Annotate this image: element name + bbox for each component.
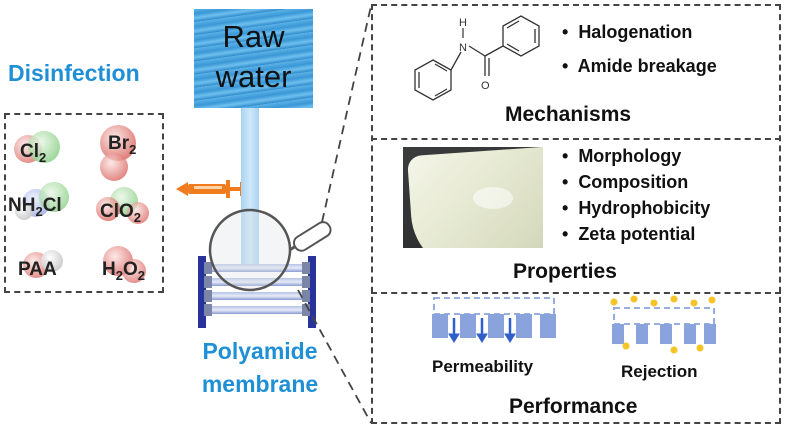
raw-water-box: Raw water: [194, 9, 313, 108]
benzanilide-structure: H N O: [414, 15, 540, 101]
permeability-label: Permeability: [432, 357, 534, 376]
agent-clo2: ClO2: [100, 201, 142, 225]
property-item-4: • Zeta potential: [562, 224, 696, 244]
rejection-icon: [610, 295, 716, 354]
permeability-icon: [432, 297, 556, 343]
membrane-title-line2: membrane: [201, 371, 319, 397]
detail-panel: [371, 4, 781, 424]
raw-water-line1: Raw: [222, 19, 285, 54]
mechanism-item-1: • Halogenation: [562, 22, 693, 42]
properties-title: Properties: [513, 260, 617, 283]
agent-cl2: Cl2: [20, 141, 47, 165]
panel-divider-1: [371, 138, 781, 140]
water-flow-column: [241, 108, 259, 270]
membrane-module: [198, 256, 316, 328]
atom-n-label: N: [459, 42, 467, 54]
performance-title: Performance: [509, 395, 638, 418]
raw-water-line2: water: [215, 59, 292, 94]
molecule-blobs: [14, 125, 149, 283]
agent-br2: Br2: [108, 133, 137, 157]
property-item-2: • Composition: [562, 172, 689, 192]
mechanism-item-2: • Amide breakage: [562, 56, 717, 76]
agent-h2o2: H2O2: [102, 259, 145, 283]
membrane-photo: [403, 147, 543, 248]
agent-paa: PAA: [18, 259, 57, 280]
agent-nh2cl: NH2Cl: [8, 195, 62, 219]
atom-o-label: O: [481, 80, 490, 92]
membrane-title-line1: Polyamide: [202, 338, 318, 364]
property-item-1: • Morphology: [562, 146, 682, 166]
magnifier-icon: [208, 208, 332, 292]
panel-divider-2: [371, 292, 781, 294]
mechanisms-title: Mechanisms: [505, 103, 632, 126]
disinfectant-box: Cl2 Br2 NH2Cl ClO2 PAA H2O2: [4, 113, 164, 293]
property-item-3: • Hydrophobicity: [562, 198, 711, 218]
disinfection-title: Disinfection: [8, 60, 140, 86]
rejection-label: Rejection: [621, 362, 698, 381]
atom-h-label: H: [459, 17, 467, 29]
